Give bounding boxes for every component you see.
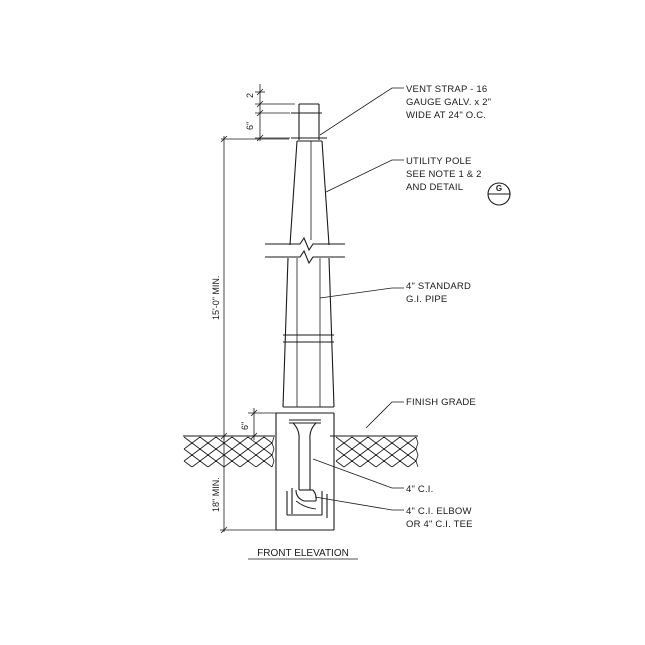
- ground-hatch-row: [335, 454, 419, 462]
- note-ci-elbow-line1: 4" C.I. ELBOW: [406, 506, 472, 517]
- dim-depth-below: 18" MIN.: [211, 477, 221, 512]
- note-ci-pipe: 4" C.I.: [406, 484, 433, 495]
- ground-hatch-row: [183, 454, 275, 462]
- dimension-lines: [220, 84, 295, 534]
- note-vent-strap-line1: VENT STRAP - 16: [406, 84, 487, 95]
- ground-hatch-left: [183, 436, 275, 468]
- dim-grade-offset: 6": [240, 422, 250, 430]
- ground-hatch-right: [335, 436, 419, 468]
- ground-hatch-row: [183, 442, 275, 450]
- dim-height-above: 15'-0" MIN.: [211, 276, 221, 320]
- buried-pipe-assembly: [275, 413, 335, 531]
- note-standard-pipe-line1: 4" STANDARD: [406, 281, 471, 292]
- leader-lines: [312, 87, 404, 511]
- note-finish-grade: FINISH GRADE: [406, 397, 476, 408]
- ground-hatch-row: [335, 448, 419, 456]
- dim-top-gap: 2: [245, 93, 255, 98]
- utility-pole: [265, 103, 345, 414]
- note-vent-strap-line3: WIDE AT 24" O.C.: [406, 110, 486, 121]
- drawing-title: FRONT ELEVATION: [257, 548, 349, 559]
- ground-hatch-row: [183, 460, 275, 468]
- note-standard-pipe-line2: G.I. PIPE: [406, 294, 447, 305]
- ground-hatch-row: [183, 448, 275, 456]
- detail-tag-letter: G: [496, 184, 502, 193]
- ground-hatch-row: [335, 442, 419, 450]
- note-utility-pole-line3: AND DETAIL: [406, 182, 463, 193]
- ground-hatch-row: [183, 436, 275, 444]
- detail-callout-tag: G: [487, 182, 511, 206]
- note-vent-strap-line2: GAUGE GALV. x 2": [406, 97, 491, 108]
- note-ci-elbow-line2: OR 4" C.I. TEE: [406, 519, 473, 530]
- note-utility-pole-line1: UTILITY POLE: [406, 156, 472, 167]
- ground-hatch-row: [335, 460, 419, 468]
- note-utility-pole-line2: SEE NOTE 1 & 2: [406, 169, 482, 180]
- ground-hatch-row: [335, 436, 419, 444]
- dim-top-strap: 6": [245, 122, 255, 130]
- finish-grade-ground: [183, 435, 419, 468]
